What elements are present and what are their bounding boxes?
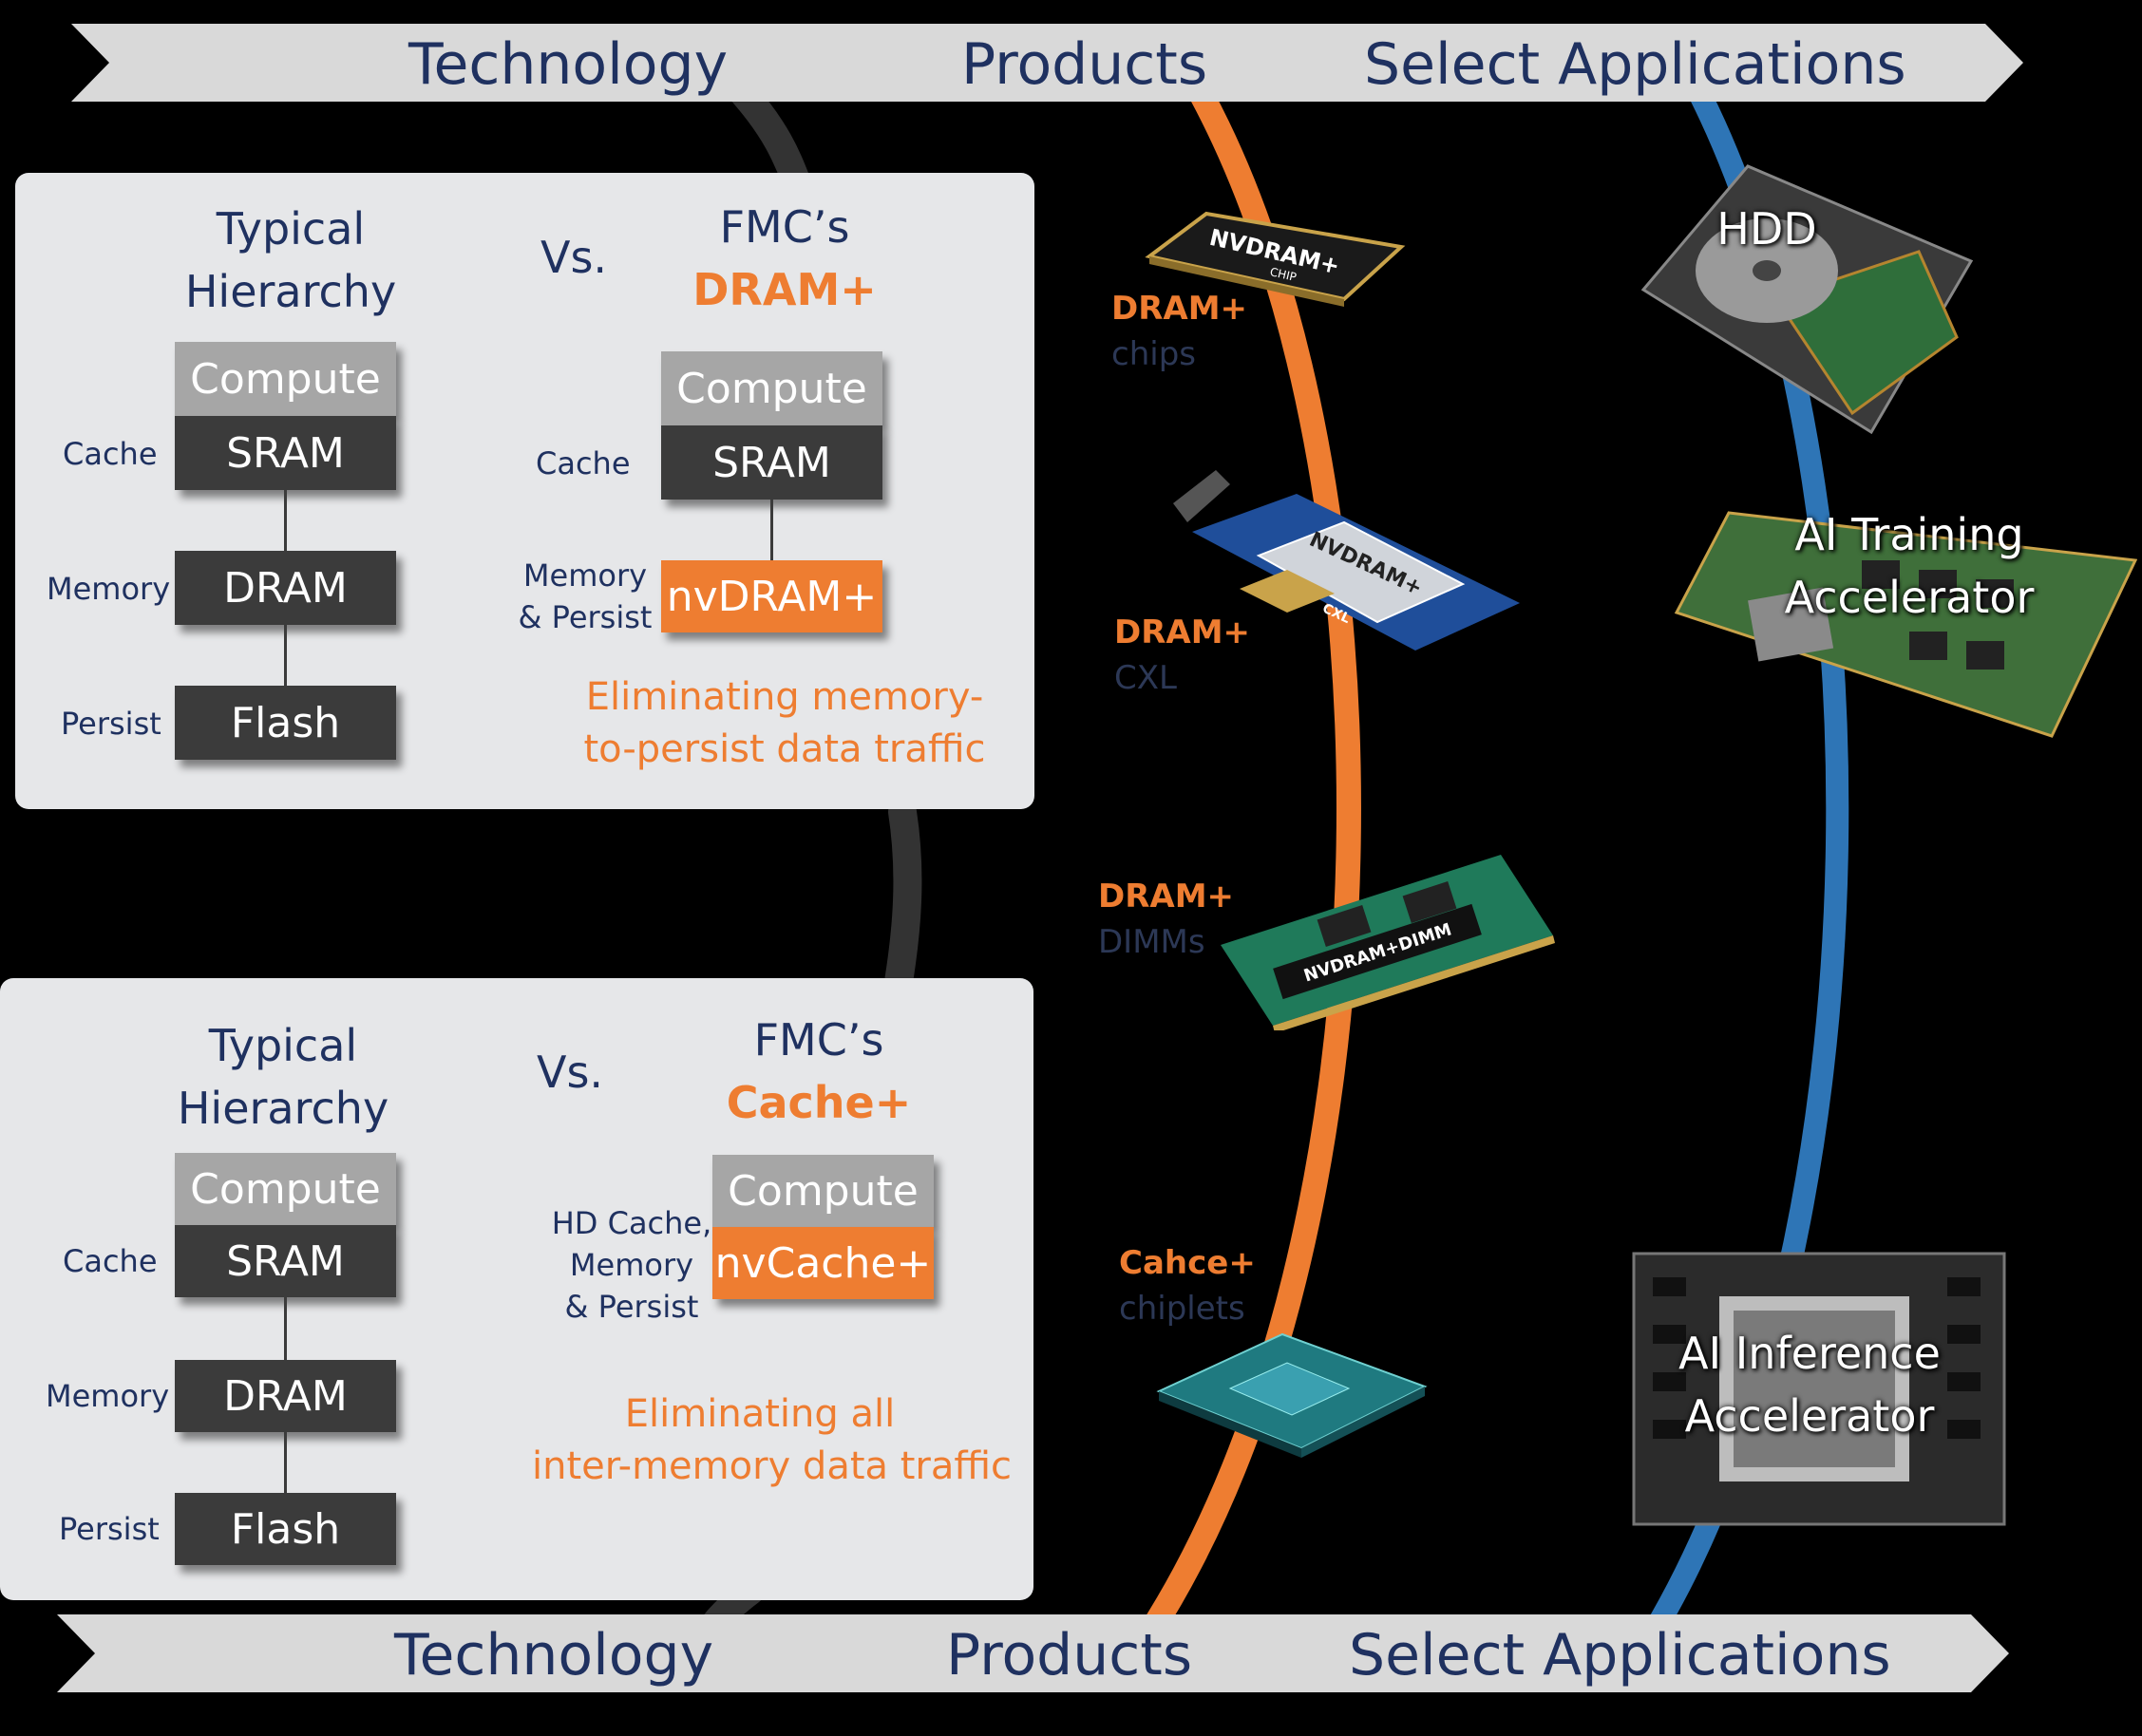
ai-training-card-image	[1674, 511, 2137, 738]
vs-label: Vs.	[540, 232, 608, 283]
label-line: Memory	[569, 1247, 694, 1283]
ai-inference-card-image	[1632, 1252, 2006, 1526]
nvdram-dimm-image: NVDRAM+DIMM	[1221, 855, 1555, 1030]
hierarchy-link	[284, 490, 287, 555]
dram-box: DRAM	[175, 1360, 396, 1432]
app-label-line: AI Training	[1794, 509, 2024, 560]
hierarchy-link	[770, 500, 773, 562]
label-line: Memory	[522, 557, 648, 594]
vs-label: Vs.	[537, 1047, 604, 1098]
flash-box: Flash	[175, 686, 396, 760]
hierarchy-link	[284, 1432, 287, 1495]
label-line: & Persist	[518, 599, 653, 635]
note-line: Eliminating all	[624, 1392, 896, 1436]
banner-products-label: Products	[946, 1622, 1193, 1689]
compute-box: Compute	[175, 342, 396, 416]
label-line: HD Cache,	[551, 1205, 712, 1241]
heading-line: Hierarchy	[177, 1083, 389, 1134]
product-type: DRAM+	[1114, 613, 1251, 651]
bottom-banner: Technology Products Select Applications	[0, 1614, 2142, 1700]
cache-comparison-panel: Typical Hierarchy Vs. FMC’s Cache+ Compu…	[0, 978, 1033, 1600]
banner-applications-label: Select Applications	[1364, 31, 1906, 98]
persist-label: Persist	[61, 706, 161, 742]
nvdram-chip-image: NVDRAM+ CHIP	[1145, 211, 1406, 307]
banner-applications-label: Select Applications	[1349, 1622, 1891, 1689]
fmc-cache-heading: FMC’s Cache+	[676, 1009, 961, 1134]
product-form: DIMMs	[1098, 923, 1205, 961]
app-label-line: HDD	[1716, 203, 1817, 255]
banner-arrow	[57, 1614, 2009, 1692]
dram-comparison-panel: Typical Hierarchy Vs. FMC’s DRAM+ Comput…	[15, 173, 1034, 809]
banner-products-label: Products	[961, 31, 1208, 98]
heading-line: Typical	[216, 203, 366, 255]
app-ai-training-label: AI Training Accelerator	[1753, 503, 2066, 629]
memory-label: Memory	[46, 1378, 170, 1414]
heading-line: FMC’s	[719, 201, 850, 253]
app-hdd-label: HDD	[1672, 198, 1862, 260]
banner-arrow	[71, 24, 2023, 102]
note-line: Eliminating memory-	[585, 675, 984, 719]
app-ai-inference-label: AI Inference Accelerator	[1653, 1322, 1966, 1447]
product-type: Cahce+	[1119, 1244, 1256, 1282]
product-form: CXL	[1114, 659, 1177, 697]
compute-box: Compute	[661, 351, 882, 425]
banner-technology-label: Technology	[408, 31, 729, 98]
product-form: chips	[1111, 335, 1196, 373]
compute-box: Compute	[175, 1153, 396, 1225]
product-form: chiplets	[1119, 1290, 1245, 1328]
nvdram-box: nvDRAM+	[661, 560, 882, 632]
hierarchy-link	[284, 625, 287, 688]
app-label-line: Accelerator	[1684, 1390, 1935, 1442]
traffic-note: Eliminating memory- to-persist data traf…	[566, 671, 1003, 776]
heading-accent: Cache+	[726, 1077, 912, 1128]
hdd-image	[1640, 164, 1974, 435]
label-line: & Persist	[564, 1289, 699, 1325]
product-dram-dimms-label: DRAM+ DIMMs	[1098, 874, 1234, 965]
compute-box: Compute	[712, 1155, 934, 1227]
sram-box: SRAM	[175, 1225, 396, 1297]
product-dram-chips-label: DRAM+ chips	[1111, 286, 1247, 377]
chip-sublabel: CHIP	[1269, 265, 1298, 284]
product-dram-cxl-label: DRAM+ CXL	[1114, 610, 1250, 701]
typical-hierarchy-heading: Typical Hierarchy	[158, 198, 424, 323]
banner-technology-label: Technology	[394, 1622, 714, 1689]
persist-label: Persist	[59, 1511, 160, 1547]
fmc-dram-heading: FMC’s DRAM+	[642, 196, 927, 321]
memory-label: Memory	[47, 571, 171, 607]
cache-label: Cache	[63, 436, 158, 472]
product-cache-chiplets-label: Cahce+ chiplets	[1119, 1240, 1256, 1331]
heading-accent: DRAM+	[692, 264, 877, 315]
technology-connector-middle	[883, 798, 922, 1002]
cache-chiplet-image	[1156, 1332, 1428, 1458]
hierarchy-link	[284, 1297, 287, 1362]
cache-label: Cache	[63, 1243, 158, 1279]
nvdram-cxl-card-image: NVDRAM+ CXL	[1173, 470, 1520, 651]
typical-hierarchy-heading: Typical Hierarchy	[150, 1014, 416, 1140]
top-banner: Technology Products Select Applications	[0, 24, 2142, 109]
note-line: inter-memory data traffic	[532, 1444, 1013, 1488]
cache-memory-persist-label: HD Cache, Memory & Persist	[551, 1202, 712, 1328]
heading-line: FMC’s	[753, 1014, 884, 1066]
heading-line: Typical	[208, 1020, 358, 1071]
traffic-note: Eliminating all inter-memory data traffi…	[532, 1388, 1013, 1493]
note-line: to-persist data traffic	[583, 727, 986, 771]
app-label-line: AI Inference	[1678, 1328, 1941, 1379]
flash-box: Flash	[175, 1493, 396, 1565]
product-type: DRAM+	[1098, 877, 1235, 915]
sram-box: SRAM	[661, 425, 882, 500]
memory-persist-label: Memory & Persist	[514, 555, 656, 638]
heading-line: Hierarchy	[184, 266, 397, 317]
cache-label: Cache	[536, 445, 631, 481]
dram-box: DRAM	[175, 551, 396, 625]
sram-box: SRAM	[175, 416, 396, 490]
product-type: DRAM+	[1111, 290, 1248, 328]
nvcache-box: nvCache+	[712, 1227, 934, 1299]
app-label-line: Accelerator	[1784, 572, 2035, 623]
